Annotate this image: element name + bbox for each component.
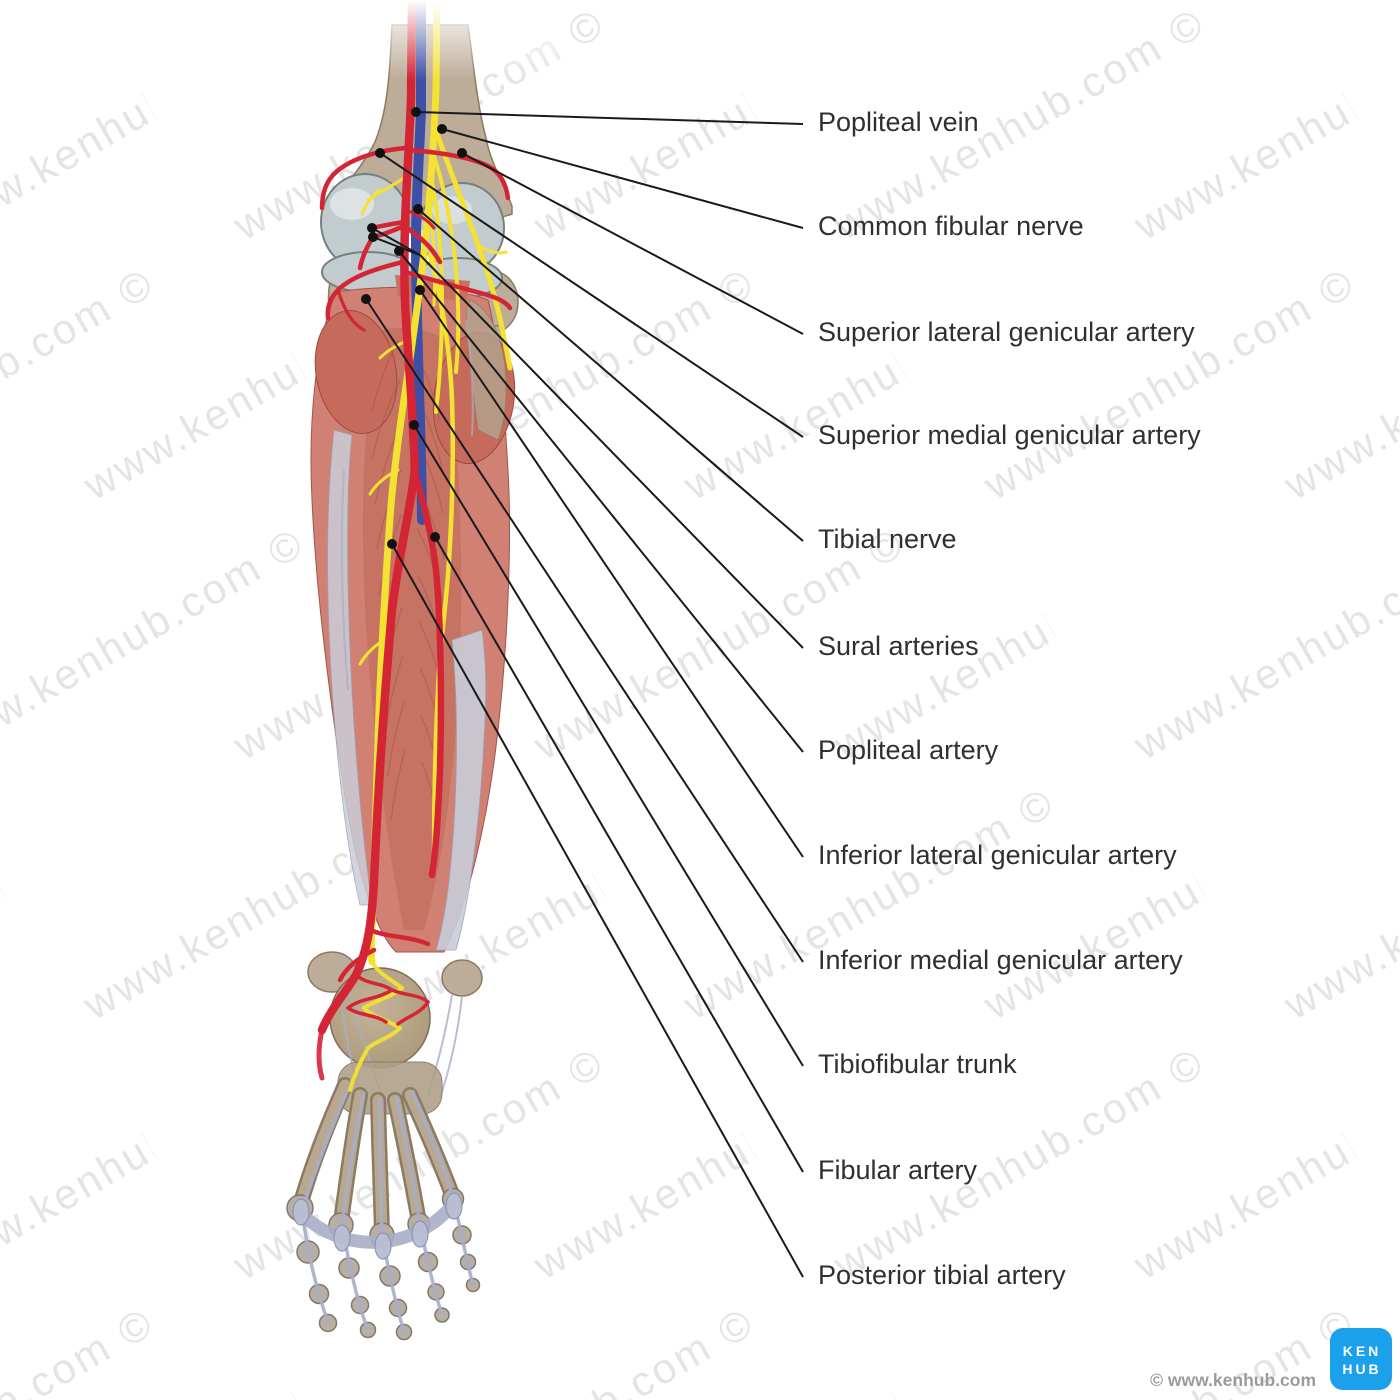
lateral-malleolus — [441, 959, 483, 997]
ankle-artery-branch — [367, 927, 431, 947]
kenhub-logo-line1: KEN — [1343, 1343, 1382, 1359]
foot-group — [286, 951, 483, 1341]
label-fibular-artery: Fibular artery — [818, 1155, 978, 1185]
label-superior-lateral-genicular-artery: Superior lateral genicular artery — [818, 317, 1195, 347]
nerve-twig — [476, 243, 508, 255]
label-popliteal-artery: Popliteal artery — [818, 735, 999, 765]
nerve-strand — [430, 148, 461, 374]
label-common-fibular-nerve: Common fibular nerve — [818, 211, 1084, 241]
leader-inferior-medial-genicular-artery — [361, 294, 804, 963]
kenhub-logo-line2: HUB — [1342, 1361, 1381, 1377]
sural-nerve-vessel — [427, 252, 456, 858]
labels-group: Popliteal vein Common fibular nerve Supe… — [818, 107, 1201, 1290]
leader-popliteal-artery — [394, 246, 804, 753]
inferior-lateral-genicular-artery-vessel — [402, 269, 513, 311]
leader-fibular-artery — [430, 532, 804, 1173]
leader-common-fibular-nerve — [437, 124, 804, 229]
fascia-line — [465, 319, 474, 437]
medial-plantar-artery — [316, 1027, 325, 1081]
ligament-loops — [292, 1192, 463, 1260]
leader-tibial-nerve — [413, 204, 804, 542]
copyright-text: © www.kenhub.com — [1150, 1370, 1316, 1390]
leader-posterior-tibial-artery — [387, 539, 804, 1278]
kenhub-logo-background[interactable] — [1330, 1328, 1392, 1390]
label-sural-arteries: Sural arteries — [818, 631, 979, 661]
leg-illustration — [270, 0, 570, 1341]
ankle-ligament — [439, 995, 463, 1099]
sural-artery-vessel — [403, 225, 443, 265]
leader-lines-group — [361, 107, 804, 1278]
leader-tibiofibular-trunk — [409, 420, 804, 1067]
label-superior-medial-genicular-artery: Superior medial genicular artery — [818, 420, 1201, 450]
label-tibiofibular-trunk: Tibiofibular trunk — [818, 1049, 1017, 1079]
label-posterior-tibial-artery: Posterior tibial artery — [818, 1260, 1066, 1290]
figure-top-fade — [270, 0, 570, 80]
label-inferior-lateral-genicular-artery: Inferior lateral genicular artery — [818, 840, 1177, 870]
nerve-twig — [368, 468, 400, 496]
nerve-twig — [360, 188, 382, 216]
calcaneal-artery-network — [346, 973, 430, 1026]
leader-inferior-lateral-genicular-artery — [415, 285, 804, 858]
common-fibular-nerve-vessel — [431, 122, 513, 371]
genicular-anastomosis — [336, 288, 366, 332]
posterior-tibial-artery-vessel — [317, 473, 419, 1035]
leader-superior-lateral-genicular-artery — [457, 148, 804, 335]
fascia-line — [340, 469, 349, 691]
label-tibial-nerve: Tibial nerve — [818, 524, 957, 554]
label-inferior-medial-genicular-artery: Inferior medial genicular artery — [818, 945, 1183, 975]
middle-genicular-twig — [403, 208, 436, 230]
label-popliteal-vein: Popliteal vein — [818, 107, 979, 137]
fibular-artery-vessel — [410, 466, 445, 879]
ankle-artery-branch — [337, 947, 377, 983]
nerve-twig — [358, 638, 386, 666]
kenhub-logo[interactable]: KEN HUB — [1330, 1328, 1392, 1390]
leader-superior-medial-genicular-artery — [375, 148, 804, 438]
leader-popliteal-vein — [411, 107, 804, 125]
leader-sural-arteries — [367, 223, 804, 649]
achilles-tendon — [435, 629, 487, 951]
